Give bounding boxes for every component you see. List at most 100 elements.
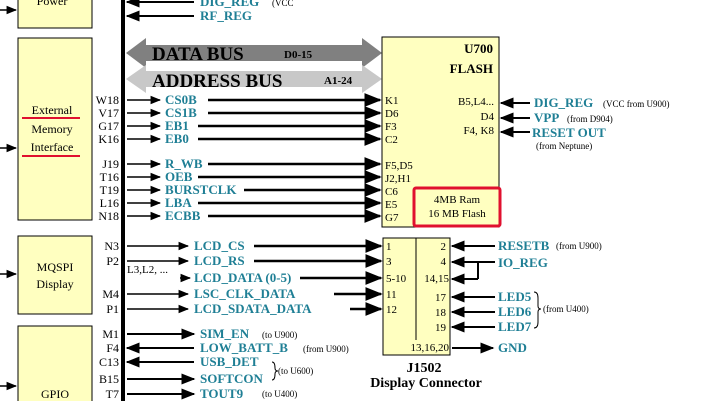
address-bus-arrow [126,65,382,93]
mqspi-pin: L3,L2, ... [127,264,168,276]
highlight-flash: 16 MB Flash [428,208,486,220]
flash-pin: F3 [385,121,397,133]
memory-size-highlight [412,186,502,228]
connector-pin: 17 [435,292,447,304]
vpp-note: (from D904) [567,114,613,124]
flash-left-pins: K1 D6 F3 C2 F5,D5 J2,H1 C6 E5 G7 [385,95,413,224]
connector-name: Display Connector [370,376,482,391]
gpio-block [17,325,93,401]
connector-pin: 2 [441,241,447,253]
flash-pin: J2,H1 [385,173,411,185]
emi-pin: T16 [100,170,119,184]
resetb-note: (from U900) [556,241,602,251]
flash-pin: E5 [385,199,398,211]
connector-pin: 12 [386,304,397,316]
mqspi-label-line2: Display [36,277,73,291]
flash-pin: K1 [385,95,398,107]
emi-signal-name: ECBB [165,208,201,223]
mqspi-signal-name: LSC_CLK_DATA [194,286,296,301]
dig-reg-flash-note: (VCC from U900) [603,99,670,109]
mqspi-signal-name: LCD_CS [194,238,245,253]
emi-signal-name: EB0 [165,131,189,146]
emi-pin: G17 [98,119,119,133]
flash-pin: D6 [385,108,399,120]
emi-signal-name: CS0B [165,92,197,107]
connector-pin: 4 [441,256,447,268]
resetb-label: RESETB [498,238,550,253]
emi-signal-name: CS1B [165,105,197,120]
io-reg-label: IO_REG [498,255,548,270]
mqspi-signal-name: LCD_SDATA_DATA [194,301,312,316]
flash-pin: B5,L4... [458,96,494,108]
mqspi-signals: N3 LCD_CS P2 LCD_RS L3,L2, ... LCD_DATA … [102,238,383,316]
connector-pin: 3 [386,256,392,268]
address-bus-range: A1-24 [324,75,353,87]
led6-label: LED6 [498,304,532,319]
gpio-pin: F4 [106,341,119,355]
mqspi-block [17,235,93,315]
gpio-signal-note: (to U600) [278,366,313,376]
emi-signal-name: LBA [165,195,192,210]
address-bus-label: ADDRESS BUS [152,71,282,92]
emi-signal-name: EB1 [165,118,189,133]
gpio-signal-name: SOFTCON [200,371,263,386]
dig-reg-top-label: DIG_REG [200,0,259,9]
gpio-pin: T7 [106,387,119,401]
emi-pin: L16 [100,196,119,210]
gpio-label: GPIO [41,387,69,401]
highlight-ram: 4MB Ram [434,194,481,206]
gnd-label: GND [498,340,527,355]
data-bus-range: D0-15 [284,49,313,61]
gpio-pin: M1 [102,327,119,341]
connector-pin: 19 [435,322,447,334]
led-note: (from U400) [543,304,589,314]
reset-out-label: RESET OUT [532,125,606,140]
gpio-signal-name: USB_DET [200,354,259,369]
flash-pin: G7 [385,212,399,224]
mqspi-pin: M4 [102,287,119,301]
emi-signal-name: OEB [165,169,193,184]
connector-pin: 11 [386,289,397,301]
gpio-signal-name: SIM_EN [200,326,250,341]
flash-type: FLASH [450,61,493,76]
connector-pin: 18 [435,307,447,319]
gpio-signal-name: LOW_BATT_B [200,340,288,355]
emi-label-line2: Memory [31,122,72,136]
flash-chip [381,36,500,228]
flash-pin: C2 [385,134,398,146]
connector-pin: 14,15 [424,273,449,285]
emi-pin: V17 [98,106,119,120]
mqspi-pin: P1 [106,302,119,316]
mqspi-signal-name: LCD_RS [194,253,245,268]
dig-reg-top-note: (VCC [272,0,294,8]
emi-label-line3: Interface [31,140,74,154]
data-bus-label: DATA BUS [152,44,244,65]
data-bus-arrow [126,38,382,68]
rf-reg-label: RF_REG [200,8,252,23]
connector-pin: 1 [386,241,392,253]
emi-signals: W18 CS0B V17 CS1B G17 EB1 K16 EB0 J19 R_… [96,92,382,223]
vpp-label: VPP [534,110,559,125]
flash-ref: U700 [464,41,493,56]
reset-out-note: (from Neptune) [536,141,592,151]
power-label: Power [37,0,68,8]
emi-label-line1: External [32,103,73,117]
mqspi-pin: N3 [104,239,119,253]
flash-pin: F4, K8 [463,125,494,137]
gpio-signal-note: (to U400) [262,389,297,399]
mqspi-signal-name: LCD_DATA (0-5) [194,270,291,285]
flash-pin: F5,D5 [385,160,413,172]
flash-right-pins: B5,L4... D4 F4, K8 [458,96,495,137]
gpio-signal-note: (to U900) [262,330,297,340]
power-block [17,0,93,29]
emi-signal-name: R_WB [165,156,203,171]
connector-ref: J1502 [407,361,442,376]
emi-block [17,37,93,221]
main-vertical-bus [121,0,125,401]
mqspi-label-line1: MQSPI [37,260,74,274]
emi-pin: T19 [100,183,119,197]
connector-pin: 13,16,20 [411,342,450,354]
emi-pin: N18 [98,209,119,223]
led5-label: LED5 [498,289,532,304]
